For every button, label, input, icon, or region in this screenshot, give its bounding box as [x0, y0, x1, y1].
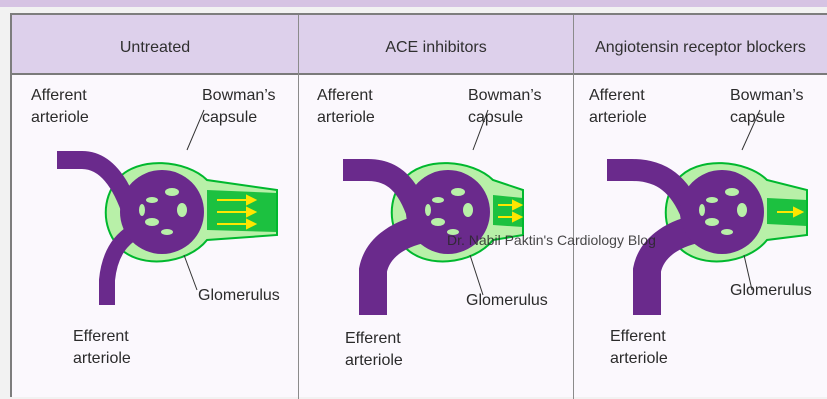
flow-arrows — [217, 196, 255, 228]
glomerulus-label: Glomerulus — [198, 285, 280, 307]
column-title: ACE inhibitors — [299, 39, 573, 57]
column-title: Untreated — [12, 39, 298, 57]
afferent-label: Afferent arteriole — [589, 85, 647, 129]
glomerular-tuft — [680, 170, 764, 254]
glomerular-tuft — [120, 170, 204, 254]
afferent-label: Afferent arteriole — [317, 85, 375, 129]
efferent-label: Efferent arteriole — [345, 328, 403, 372]
panel-ace-inhibitors: Afferent arteriole Bowman’s capsule Glom… — [298, 60, 572, 384]
efferent-label: Efferent arteriole — [73, 326, 131, 370]
afferent-arteriole-vessel — [607, 170, 692, 215]
filtrate-flow — [493, 195, 523, 227]
watermark-text: Dr. Nabil Paktin's Cardiology Blog — [447, 232, 656, 248]
glomerulus-label: Glomerulus — [466, 290, 548, 312]
glomerulus-label: Glomerulus — [730, 280, 812, 302]
top-bar — [0, 0, 827, 7]
column-title: Angiotensin receptor blockers — [574, 39, 827, 57]
panel-untreated: Afferent arteriole Bowman’s capsule Glom… — [12, 60, 298, 384]
afferent-label: Afferent arteriole — [31, 85, 89, 129]
bowmans-label: Bowman’s capsule — [730, 85, 804, 129]
bowmans-label: Bowman’s capsule — [202, 85, 276, 129]
bowmans-label: Bowman’s capsule — [468, 85, 542, 129]
panel-arb: Afferent arteriole Bowman’s capsule Glom… — [572, 60, 827, 384]
efferent-label: Efferent arteriole — [610, 326, 668, 370]
leader-glomerulus — [470, 255, 483, 295]
leader-glomerulus — [184, 255, 197, 290]
